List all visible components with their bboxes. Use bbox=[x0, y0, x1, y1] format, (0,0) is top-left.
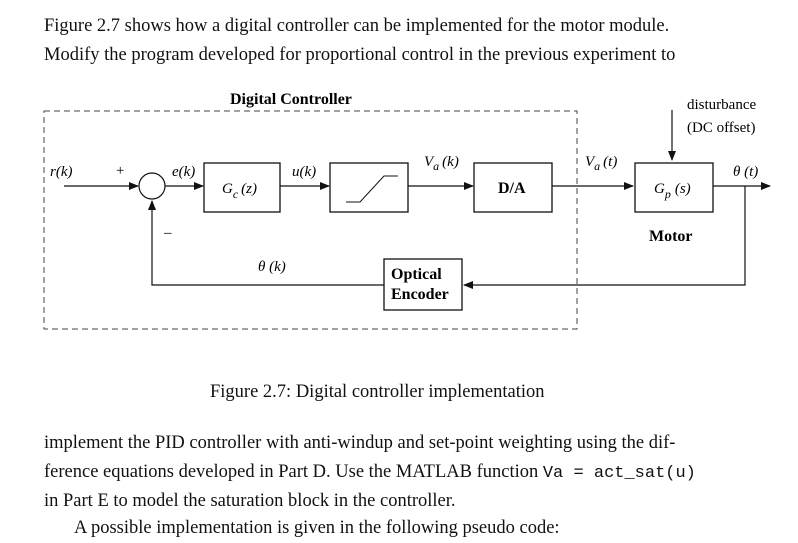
summing-junction bbox=[138, 172, 166, 200]
r-label: r(k) bbox=[50, 164, 73, 180]
disturbance-label: disturbance bbox=[687, 97, 756, 113]
body-line-2-text: ference equations developed in Part D. U… bbox=[44, 462, 539, 482]
matlab-code: Va = act_sat(u) bbox=[542, 464, 696, 483]
da-label: D/A bbox=[498, 180, 526, 197]
gc-block bbox=[203, 162, 281, 213]
gp-block bbox=[634, 162, 714, 213]
motor-label: Motor bbox=[649, 228, 693, 245]
controller-boundary bbox=[43, 110, 578, 330]
saturation-icon bbox=[346, 175, 398, 203]
feedback-line-left bbox=[148, 200, 384, 286]
theta-k-label: θ (k) bbox=[258, 259, 286, 275]
saturation-block bbox=[329, 162, 409, 213]
gp-label: Gp(s) bbox=[654, 181, 691, 201]
minus-sign: – bbox=[163, 225, 172, 241]
controller-label: Digital Controller bbox=[230, 91, 352, 108]
encoder-label-2: Encoder bbox=[391, 286, 449, 303]
u-label: u(k) bbox=[292, 164, 316, 180]
intro-line-1: Figure 2.7 shows how a digital controlle… bbox=[44, 16, 670, 36]
encoder-block bbox=[383, 258, 463, 311]
body-line-1: implement the PID controller with anti-w… bbox=[44, 433, 676, 453]
theta-t-label: θ (t) bbox=[733, 164, 758, 180]
intro-line-2: Modify the program developed for proport… bbox=[44, 45, 676, 65]
da-block bbox=[473, 162, 553, 213]
va-k-label: Va(k) bbox=[424, 154, 459, 173]
block-diagram: Digital Controller r(k) + – e(k) Gc(z) u… bbox=[43, 91, 771, 330]
body-line-3: in Part E to model the saturation block … bbox=[44, 491, 456, 511]
gc-label: Gc(z) bbox=[222, 181, 257, 201]
body-line-4: A possible implementation is given in th… bbox=[74, 518, 560, 538]
body-line-2: ference equations developed in Part D. U… bbox=[44, 458, 696, 488]
e-label: e(k) bbox=[172, 164, 195, 180]
feedback-line-right bbox=[463, 186, 746, 289]
dc-offset-label: (DC offset) bbox=[687, 120, 755, 136]
va-t-label: Va(t) bbox=[585, 154, 617, 173]
figure-caption: Figure 2.7: Digital controller implement… bbox=[210, 382, 545, 402]
encoder-label-1: Optical bbox=[391, 266, 442, 283]
plus-sign: + bbox=[116, 163, 124, 179]
